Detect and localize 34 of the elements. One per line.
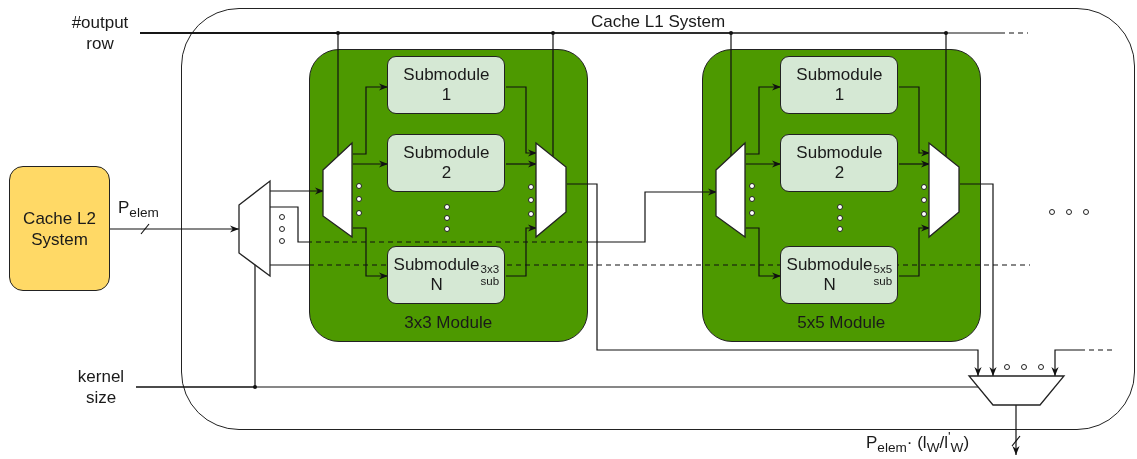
cache-box: Cache L2 System — [9, 166, 110, 291]
connector-arrow — [898, 224, 931, 277]
connector-arrow — [745, 160, 782, 168]
connector-arrow — [269, 188, 718, 243]
connector-arrow — [566, 183, 982, 377]
connector-arrow — [898, 86, 931, 157]
module-title: 5x5 Module — [796, 312, 887, 333]
submodule-box: Submodule 2 — [780, 134, 899, 193]
connector-arrow — [745, 83, 782, 155]
connector-arrow — [505, 86, 538, 157]
submodule-box: Submodule 1 — [780, 56, 899, 115]
signal-label: kernel size — [66, 364, 136, 410]
module-title: 3x3 Module — [403, 312, 494, 333]
edge-label: P$_{elem}$· (l$_{W}$/l$^{'}$$_{W}$) — [866, 433, 970, 453]
connector-arrow — [109, 225, 240, 233]
submodule-box: Submodule 2 — [387, 134, 506, 193]
module-panel — [308, 48, 588, 342]
connector-arrow — [505, 160, 538, 168]
connector-arrow — [505, 224, 538, 277]
connector-arrow — [352, 83, 389, 155]
system-boundary — [181, 8, 1135, 430]
connector-arrow — [959, 183, 997, 377]
module-panel — [701, 48, 981, 342]
connector-arrow — [898, 160, 931, 168]
connector-arrow — [352, 160, 389, 168]
connector-arrow — [269, 187, 325, 195]
system-title: Cache L1 System — [589, 12, 727, 32]
submodule-box: Submodule 1 — [387, 56, 506, 115]
edge-label: P$_{elem}$ — [118, 198, 159, 218]
connector-arrow — [745, 227, 782, 280]
signal-arrow — [139, 32, 1029, 34]
signal-label: #output row — [60, 10, 140, 56]
connector-arrow — [352, 227, 389, 280]
signal-arrow — [1012, 404, 1020, 456]
